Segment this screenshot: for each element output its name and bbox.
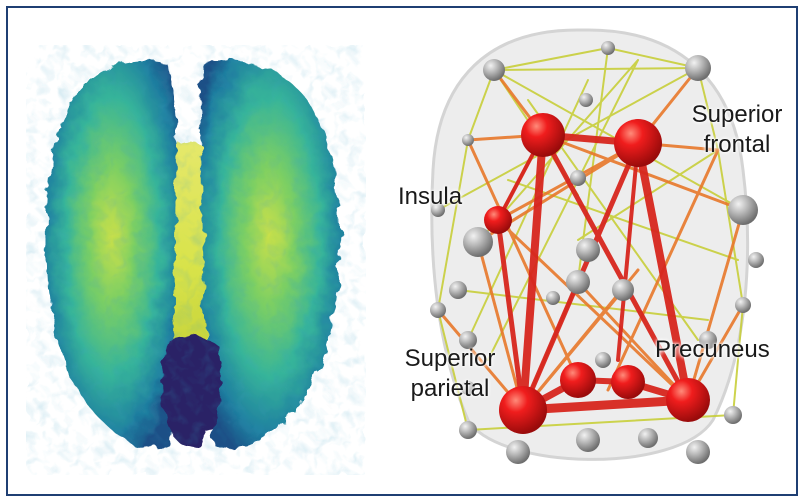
network-node: [462, 134, 474, 146]
hub-node-precuneus-right: [611, 365, 645, 399]
hub-node-insula: [484, 206, 512, 234]
hub-node-parietal-right: [666, 378, 710, 422]
label-insula: Insula: [398, 182, 462, 212]
network-node: [546, 291, 560, 305]
label-superior-parietal: Superior parietal: [394, 344, 506, 404]
network-node: [638, 428, 658, 448]
dti-brain-slice-image: [26, 45, 366, 475]
network-node: [686, 440, 710, 464]
network-node: [570, 170, 586, 186]
network-node: [449, 281, 467, 299]
network-node: [601, 41, 615, 55]
network-node: [735, 297, 751, 313]
network-node: [612, 279, 634, 301]
network-node: [576, 238, 600, 262]
network-node: [724, 406, 742, 424]
network-node: [685, 55, 711, 81]
network-node: [430, 302, 446, 318]
network-node: [579, 93, 593, 107]
network-node: [459, 421, 477, 439]
label-superior-frontal: Superior frontal: [682, 100, 792, 160]
network-node: [576, 428, 600, 452]
network-node: [566, 270, 590, 294]
network-node: [506, 440, 530, 464]
brain-network-diagram: [378, 20, 788, 480]
network-node: [595, 352, 611, 368]
network-node: [748, 252, 764, 268]
network-node: [483, 59, 505, 81]
label-precuneus: Precuneus: [655, 335, 770, 365]
hub-node-superior-parietal: [499, 386, 547, 434]
network-node: [728, 195, 758, 225]
hub-node-precuneus-left: [560, 362, 596, 398]
network-node: [463, 227, 493, 257]
hub-node-superior-frontal-right: [614, 119, 662, 167]
hub-node-superior-frontal-left: [521, 113, 565, 157]
